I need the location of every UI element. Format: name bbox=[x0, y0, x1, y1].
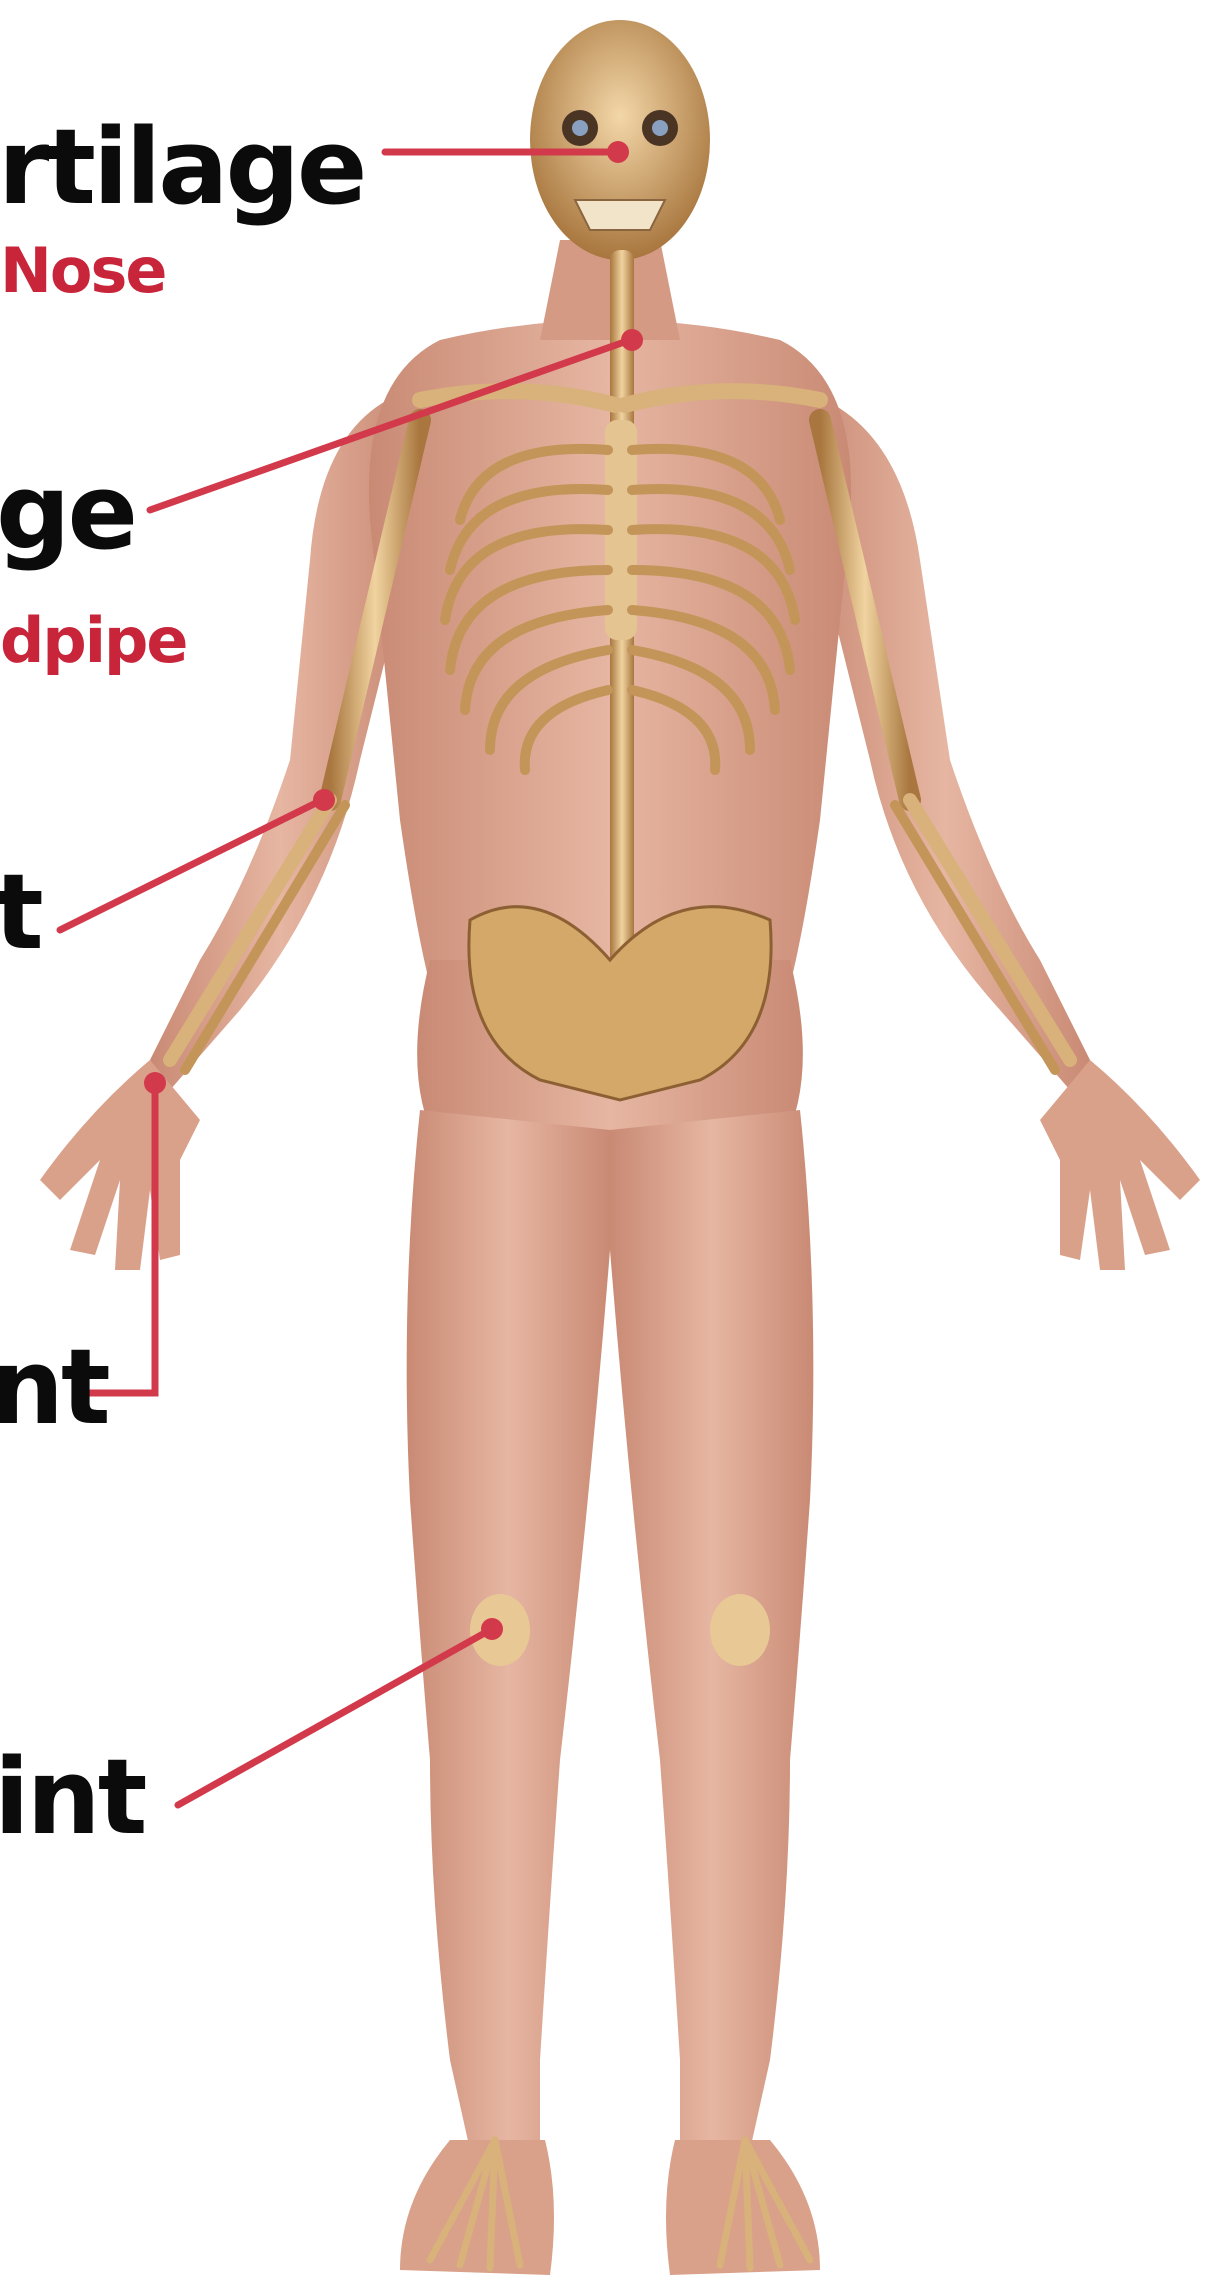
leader-dot-wrist bbox=[144, 1072, 166, 1094]
leader-dot-knee bbox=[481, 1618, 503, 1640]
label-wrist-joint: nt bbox=[0, 1335, 108, 1439]
sublabel-windpipe: dpipe bbox=[0, 610, 186, 672]
label-knee-joint: int bbox=[0, 1745, 144, 1849]
label-windpipe-cartilage: ge bbox=[0, 460, 135, 564]
label-elbow-joint: t bbox=[0, 860, 41, 964]
leader-dot-nose bbox=[607, 141, 629, 163]
leader-dot-windpipe bbox=[621, 329, 643, 351]
sublabel-nose: Nose bbox=[0, 240, 165, 302]
label-nose-cartilage: rtilage bbox=[0, 115, 364, 219]
leader-dot-elbow bbox=[313, 789, 335, 811]
